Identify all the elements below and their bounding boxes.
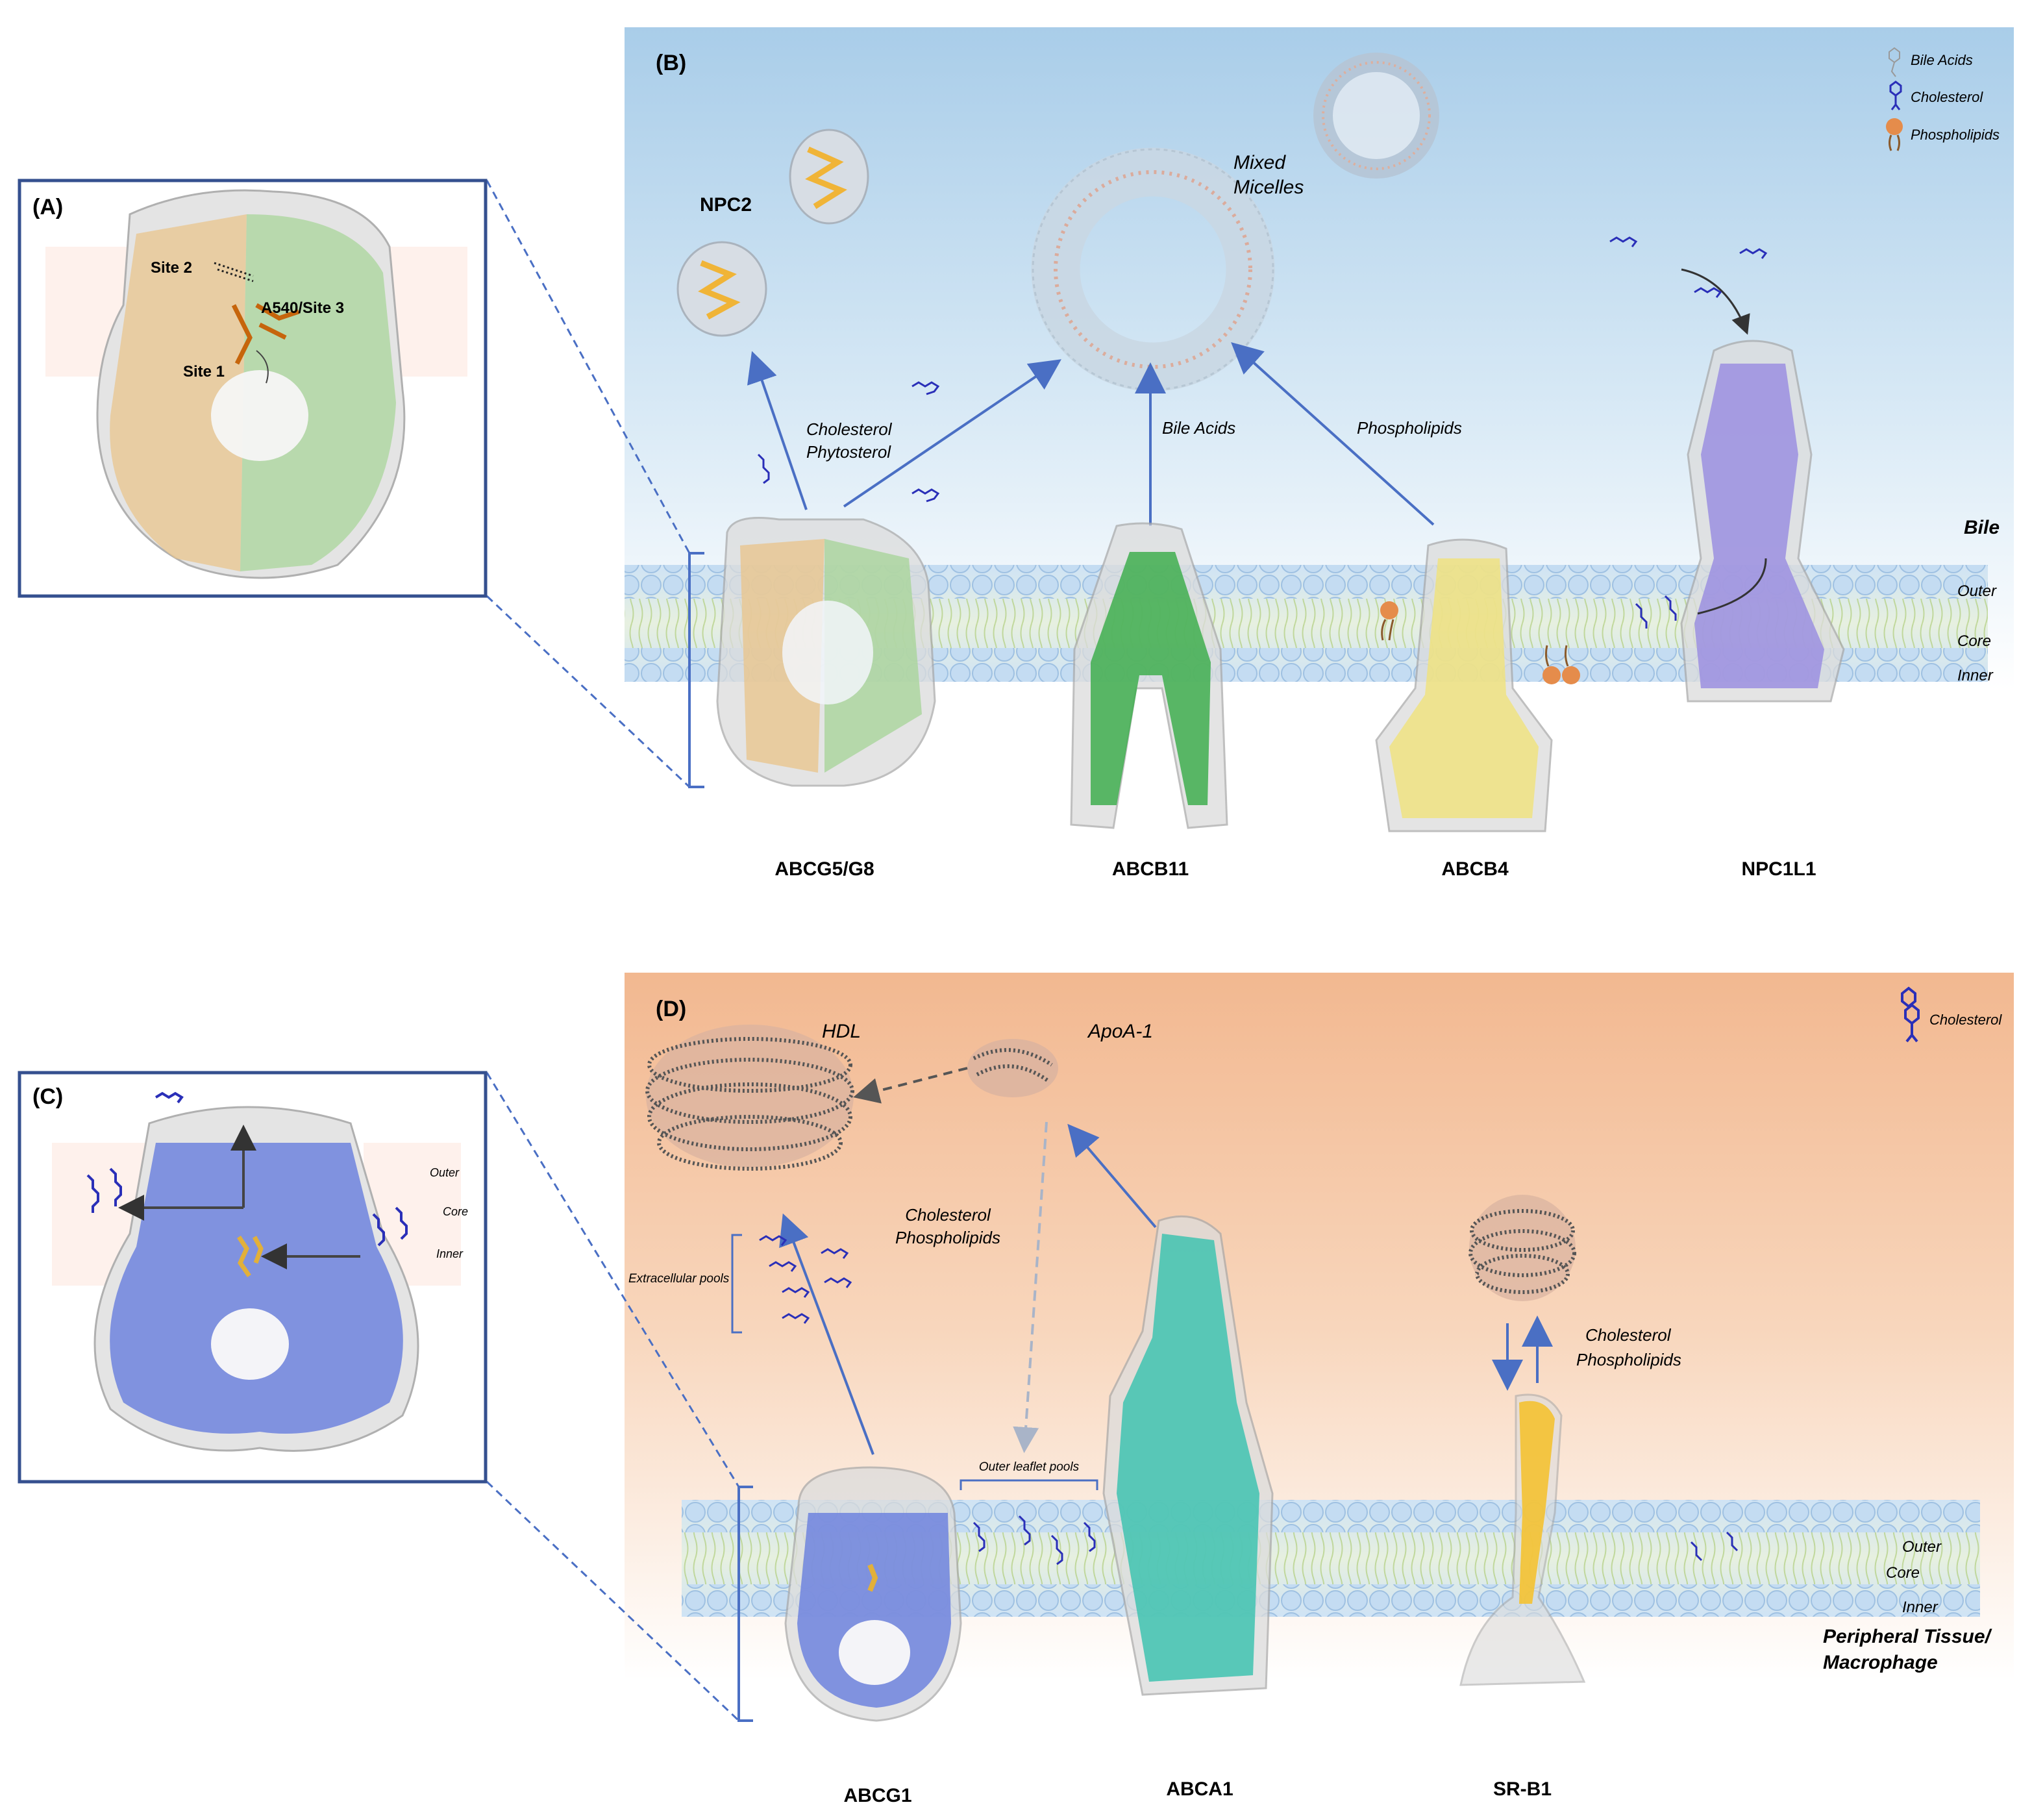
label-site3: A540/Site 3 xyxy=(261,299,344,317)
bracket-extracellular xyxy=(731,1234,742,1334)
abcg5-g8-zoom xyxy=(45,189,467,579)
legend-cholesterol: Cholesterol xyxy=(1911,89,1983,105)
protein-label-npc1l1: NPC1L1 xyxy=(1741,858,1816,880)
arrow-to-npc1l1 xyxy=(1681,268,1750,335)
label-mixed-1: Mixed xyxy=(1233,152,1286,173)
leaflet-core-b: Core xyxy=(1957,632,1991,650)
legend-cholesterol-d: Cholesterol xyxy=(1929,1012,2002,1028)
legend-bile-acids: Bile Acids xyxy=(1911,52,1973,68)
npc1l1-structure xyxy=(1680,340,1845,703)
protein-label-abcb4: ABCB4 xyxy=(1441,858,1509,880)
panel-c: (C) Outer Core Inner xyxy=(18,1071,740,1722)
label-phospholipids-b: Phospholipids xyxy=(1357,418,1462,438)
arrow-abcg1-to-extracellular xyxy=(779,1213,874,1455)
panel-a: (A) Site 2 A540/Site 3 Site 1 xyxy=(18,179,691,788)
zoom-line-c-bottom xyxy=(486,1480,740,1722)
bracket-b xyxy=(688,552,704,788)
label-cholesterol-d: Cholesterol xyxy=(905,1205,991,1225)
leaflet-inner-b: Inner xyxy=(1957,667,1994,684)
label-bile-acids-b: Bile Acids xyxy=(1162,418,1235,438)
panel-d: (D) Cholesterol HDL ApoA-1 Cholesterol P… xyxy=(625,973,2014,1806)
panel-label-c: (C) xyxy=(32,1084,63,1109)
label-apoa1: ApoA-1 xyxy=(1087,1021,1153,1042)
npc2-structure-top xyxy=(789,129,869,225)
npc2-structure xyxy=(676,241,767,337)
leaflet-outer-b: Outer xyxy=(1957,582,1997,600)
panel-label-a: (A) xyxy=(32,195,63,219)
panel-label-b: (B) xyxy=(656,51,686,75)
phospholipid-icon xyxy=(1886,118,1903,151)
protein-label-abcg5-g8: ABCG5/G8 xyxy=(774,858,874,880)
arrow-sterol-to-micelle xyxy=(843,359,1061,508)
npc1l1-curved-arrow xyxy=(1697,558,1767,615)
abcg1-structure xyxy=(784,1466,962,1722)
legend-phospholipids: Phospholipids xyxy=(1911,127,2000,143)
compartment-tissue-2: Macrophage xyxy=(1823,1652,1938,1673)
panel-b: (B) Bile Acids Cholesterol Phospholipids xyxy=(625,27,2014,880)
zoom-line-a-top xyxy=(486,180,691,554)
label-npc2: NPC2 xyxy=(700,194,752,216)
apoa1-particle xyxy=(967,1039,1058,1097)
arrow-apoa1-to-outer-leaflet xyxy=(1013,1121,1048,1453)
label-srb1-phospholipids: Phospholipids xyxy=(1576,1350,1681,1369)
label-site2: Site 2 xyxy=(151,259,192,277)
abcb11-structure xyxy=(1070,522,1228,829)
phospholipid-molecules-b xyxy=(1380,601,1580,684)
label-srb1-cholesterol: Cholesterol xyxy=(1585,1325,1672,1345)
arrow-abca1-to-apoa1 xyxy=(1067,1123,1157,1228)
legend-b: Bile Acids Cholesterol Phospholipids xyxy=(1886,47,2000,151)
label-phytosterol-b: Phytosterol xyxy=(806,442,891,462)
label-outer-leaflet-pools: Outer leaflet pools xyxy=(979,1460,1080,1474)
label-extracellular-pools: Extracellular pools xyxy=(628,1272,730,1286)
arrow-to-npc2 xyxy=(747,351,808,510)
leaflet-outer-d: Outer xyxy=(1902,1538,1942,1556)
compartment-bile: Bile xyxy=(1964,517,2000,538)
cholesterol-legend-icon xyxy=(1901,986,1920,1043)
bracket-outer-leaflet xyxy=(960,1479,1098,1490)
abcb4-structure xyxy=(1375,538,1553,832)
zoom-line-c-top xyxy=(486,1072,740,1488)
cholesterol-molecules-outer-leaflet xyxy=(973,1515,1739,1565)
leaflet-core-d: Core xyxy=(1886,1564,1920,1582)
label-phospholipids-d: Phospholipids xyxy=(895,1228,1000,1247)
leaflet-outer-c: Outer xyxy=(430,1166,460,1179)
label-site1: Site 1 xyxy=(183,363,225,380)
cholesterol-molecules-extracellular xyxy=(759,1235,852,1324)
zoom-line-a-bottom xyxy=(486,595,691,788)
abcg1-zoom xyxy=(52,1106,461,1452)
protein-labels-b: ABCG5/G8 ABCB11 ABCB4 NPC1L1 xyxy=(774,858,1816,880)
leaflet-core-c: Core xyxy=(443,1205,468,1218)
protein-label-abcg1: ABCG1 xyxy=(843,1785,911,1806)
bracket-d xyxy=(737,1486,753,1722)
small-micelle xyxy=(1313,53,1439,179)
cholesterol-icon xyxy=(1889,81,1902,110)
protein-label-abca1: ABCA1 xyxy=(1166,1778,1233,1800)
srb1-structure xyxy=(1459,1393,1586,1686)
arrow-phospholipids xyxy=(1231,342,1435,526)
cholesterol-molecules-c xyxy=(86,1091,408,1247)
label-hdl: HDL xyxy=(822,1021,861,1042)
label-mixed-2: Micelles xyxy=(1233,177,1304,198)
leaflet-inner-c: Inner xyxy=(436,1247,464,1260)
compartment-tissue-1: Peripheral Tissue/ xyxy=(1823,1626,1992,1647)
arrow-apoa1-to-hdl xyxy=(853,1067,968,1104)
leaflet-inner-d: Inner xyxy=(1902,1599,1939,1616)
protein-labels-d: ABCG1 ABCA1 SR-B1 xyxy=(843,1778,1552,1806)
label-cholesterol-b: Cholesterol xyxy=(806,419,893,439)
abca1-structure xyxy=(1102,1215,1274,1696)
protein-label-abcb11: ABCB11 xyxy=(1112,858,1189,880)
hdl-particle-srb1 xyxy=(1468,1195,1576,1301)
hdl-particle xyxy=(645,1025,854,1171)
cholesterol-molecules-b xyxy=(757,236,1768,629)
abcg5-g8-structure xyxy=(716,517,936,787)
protein-label-srb1: SR-B1 xyxy=(1493,1778,1552,1800)
bile-acid-icon xyxy=(1889,47,1900,77)
panel-label-d: (D) xyxy=(656,997,686,1021)
